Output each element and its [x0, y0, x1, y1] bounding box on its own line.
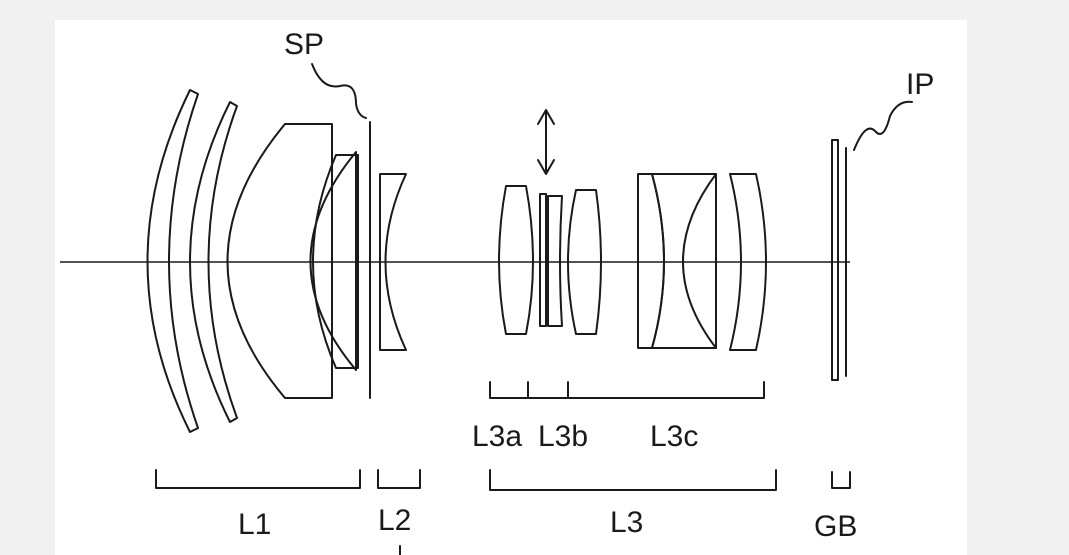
- lens-element-l1-3: [226, 123, 333, 399]
- label-gb: GB: [814, 510, 857, 543]
- lens-element-l3b-1: [539, 193, 547, 327]
- label-l2: L2: [378, 504, 411, 537]
- double-headed-vertical-arrow-icon: [537, 109, 555, 175]
- lens-element-l3c-3: [651, 173, 717, 349]
- lens-element-l1-2: [189, 101, 238, 423]
- label-ip: IP: [906, 68, 934, 101]
- label-l3c: L3c: [650, 420, 698, 453]
- diagram-paper: [55, 20, 967, 555]
- glass-block-gb: [831, 139, 839, 381]
- lens-element-l3a: [498, 185, 534, 335]
- lens-element-l1-5: [312, 154, 359, 369]
- label-l3: L3: [610, 506, 643, 539]
- bracket-l3: [489, 469, 777, 491]
- bracket-l3c: [567, 381, 765, 399]
- lens-element-l3b-2: [547, 195, 563, 327]
- lens-group-l3: [498, 173, 767, 351]
- lens-element-l1-1: [146, 89, 199, 433]
- bracket-l3a: [489, 381, 529, 399]
- lens-element-l1-4: [309, 151, 357, 371]
- lens-group-l1: [146, 89, 359, 433]
- label-l3b: L3b: [538, 420, 588, 453]
- ip-leader-line: [853, 100, 913, 151]
- label-l3a: L3a: [472, 420, 522, 453]
- bracket-l2: [377, 469, 421, 489]
- sp-leader-line: [311, 63, 367, 119]
- label-sp: SP: [284, 28, 324, 61]
- bracket-gb: [831, 471, 851, 489]
- lens-element-l3c-1: [567, 189, 602, 335]
- label-l1: L1: [238, 508, 271, 541]
- lens-element-l2: [379, 173, 407, 351]
- lens-element-l3c-5: [729, 173, 767, 351]
- bracket-l1: [155, 469, 361, 489]
- lens-element-l3c-4: [682, 173, 717, 349]
